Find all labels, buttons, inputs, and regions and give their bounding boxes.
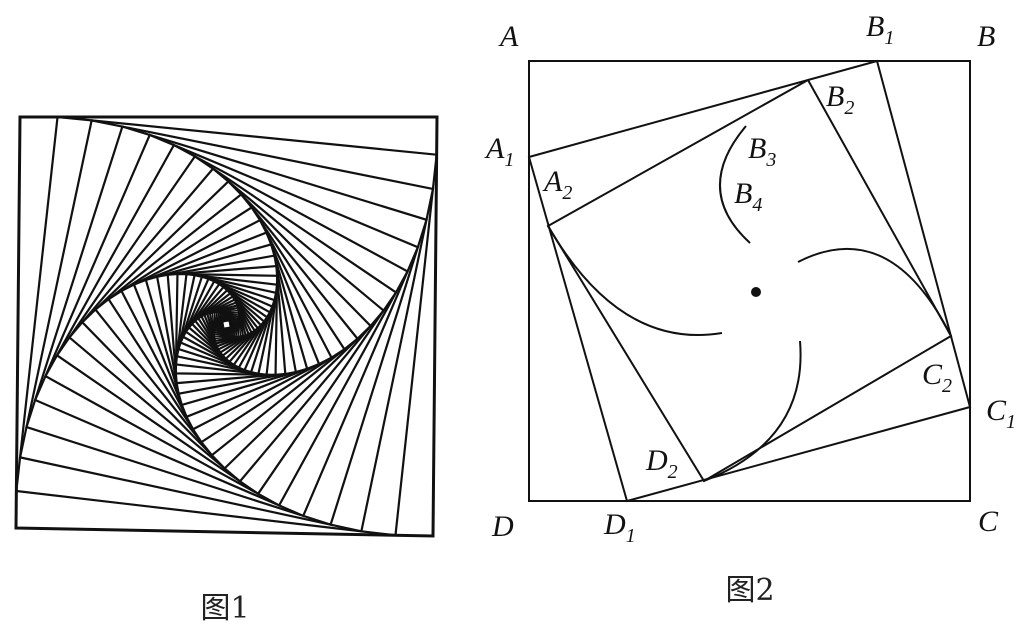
spiral-square: [221, 319, 232, 330]
label-b4: B4: [734, 177, 762, 216]
figure-2-construction: A B C D B1 A1 C1 D1 B2 A2 C2: [484, 10, 1016, 547]
square-a1b1c1d1: [527, 59, 972, 503]
spiral-square: [187, 285, 266, 364]
label-b1: B1: [866, 10, 894, 49]
spiral-square: [25, 125, 428, 527]
label-d2: D2: [645, 444, 678, 483]
arc-bottom: [703, 340, 802, 482]
label-b2: B2: [826, 80, 854, 119]
spiral-square: [119, 218, 334, 431]
spiral-square: [132, 231, 321, 419]
spiral-square: [190, 288, 263, 361]
label-c: C: [978, 505, 999, 538]
spiral-square: [15, 115, 438, 537]
figure-1-caption: 图1: [200, 591, 249, 626]
label-b: B: [977, 20, 995, 53]
label-b3: B3: [748, 132, 776, 171]
square-abcd: [528, 60, 971, 502]
spiral-square: [177, 275, 276, 374]
spiral-square: [181, 279, 272, 370]
arc-left: [547, 225, 723, 337]
spiral-square: [155, 254, 298, 395]
spiral-square: [107, 205, 346, 444]
label-a1: A1: [484, 132, 514, 171]
label-a: A: [498, 20, 519, 53]
spiral-square: [175, 273, 278, 376]
spiral-square: [93, 192, 360, 457]
spiral-square: [144, 243, 309, 407]
label-d1: D1: [603, 508, 636, 547]
spiral-square: [55, 154, 398, 496]
label-c1: C1: [986, 394, 1016, 433]
label-a2: A2: [542, 165, 572, 204]
spiral-square: [166, 264, 287, 385]
arc-top: [719, 125, 751, 244]
spiral-square: [18, 119, 435, 533]
spiral-square: [33, 133, 420, 518]
spiral-outer-square: [14, 115, 439, 538]
label-c2: C2: [922, 358, 952, 397]
spiral-square: [174, 272, 279, 376]
spiral-square: [80, 179, 373, 470]
figure-2-caption: 图2: [725, 573, 774, 608]
spiral-square: [174, 272, 279, 376]
spiral-square: [179, 277, 274, 372]
center-point: [751, 287, 761, 297]
figure-1-spiral: [14, 115, 439, 538]
label-d: D: [491, 510, 514, 543]
arc-right: [797, 247, 952, 337]
spiral-square: [184, 282, 269, 367]
spiral-square: [67, 167, 386, 483]
spiral-square: [43, 143, 410, 507]
